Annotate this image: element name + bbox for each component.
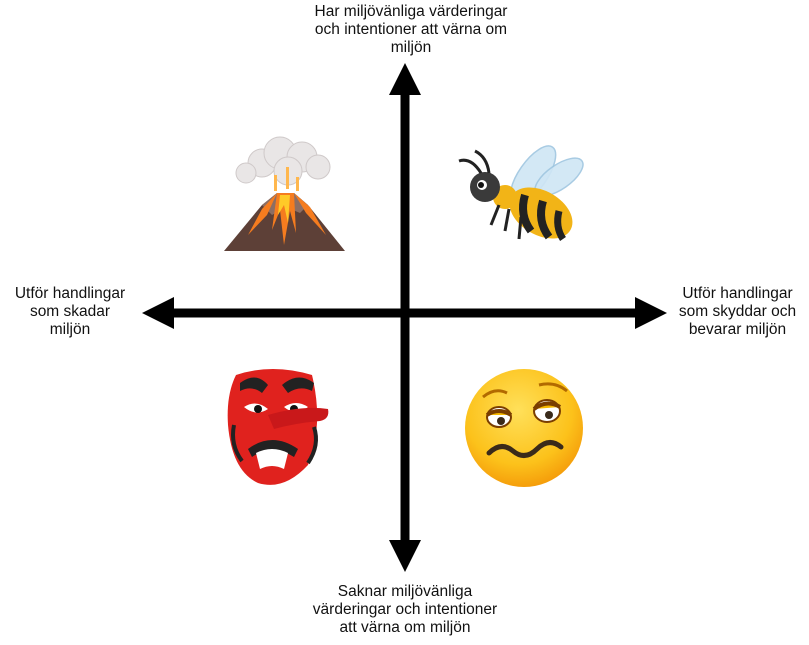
- left-label-line: som skadar: [29, 303, 111, 320]
- right-label-line: bevarar miljön: [688, 321, 787, 338]
- top-label-line: miljön: [390, 39, 432, 56]
- bottom-axis-label: Saknar miljövänliga värderingar och inte…: [275, 583, 535, 637]
- right-label-line: som skyddar och: [678, 303, 797, 320]
- right-label-line: Utför handlingar: [682, 285, 793, 302]
- right-axis-label: Utför handlingar som skyddar och bevarar…: [666, 285, 809, 339]
- top-label-line: Har miljövänliga värderingar: [314, 3, 508, 20]
- arrow-up: [389, 63, 421, 95]
- top-label-line: och intentioner att värna om: [314, 21, 508, 38]
- arrow-down: [389, 540, 421, 572]
- bee-icon: [458, 145, 584, 241]
- arrow-right: [635, 297, 667, 329]
- bottom-label-line: Saknar miljövänliga: [337, 583, 473, 600]
- volcano-icon: [224, 136, 345, 251]
- woozy-face-icon: [465, 369, 583, 487]
- bottom-label-line: värderingar och intentioner: [312, 601, 498, 618]
- top-axis-label: Har miljövänliga värderingar och intenti…: [270, 3, 552, 57]
- left-label-line: Utför handlingar: [14, 285, 126, 302]
- left-label-line: miljön: [49, 321, 91, 338]
- arrow-left: [142, 297, 174, 329]
- left-axis-label: Utför handlingar som skadar miljön: [0, 285, 140, 339]
- goblin-mask-icon: [227, 369, 329, 485]
- bottom-label-line: att värna om miljön: [339, 619, 471, 636]
